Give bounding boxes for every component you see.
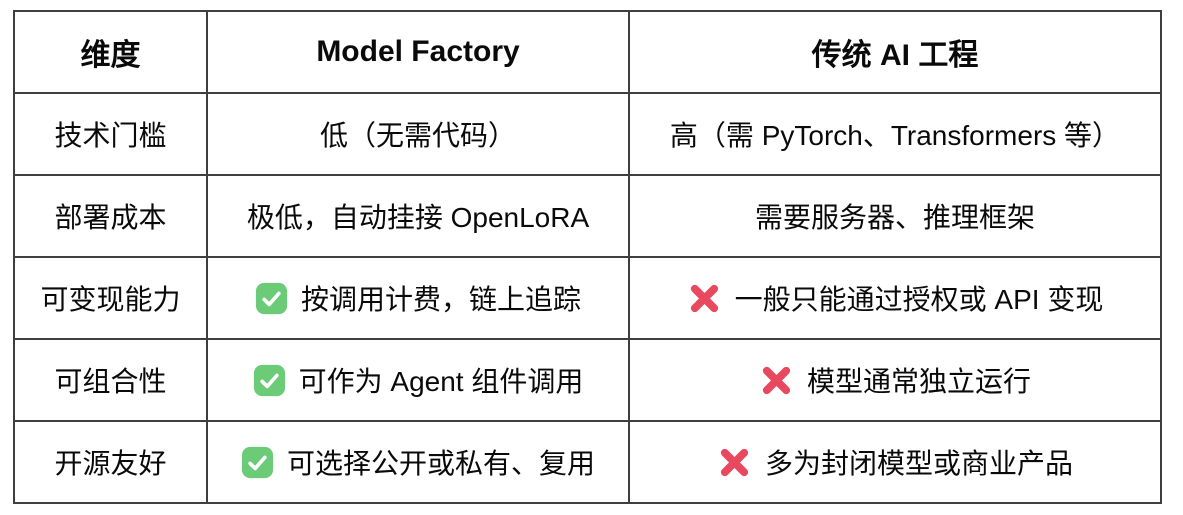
cell-content: 可组合性 (54, 360, 166, 400)
traditional-ai-cell: 模型通常独立运行 (628, 338, 1162, 422)
cell-text: 技术门槛 (54, 120, 167, 151)
table-row: 可组合性 可作为 Agent 组件调用 模型通常独立运行 (13, 338, 1162, 422)
cell-text: 低（无需代码） (319, 120, 516, 151)
table-row: 可变现能力 按调用计费，链上追踪 一般只能通过授权或 API 变现 (13, 256, 1162, 340)
table-row: 开源友好 可选择公开或私有、复用 多为封闭模型或商业产品 (13, 420, 1162, 504)
check-icon (253, 364, 286, 397)
cell-text: 可组合性 (54, 366, 167, 397)
model-factory-cell: 可选择公开或私有、复用 (206, 420, 630, 504)
dimension-cell: 开源友好 (13, 420, 208, 504)
traditional-ai-cell: 多为封闭模型或商业产品 (628, 420, 1162, 504)
header-row: 维度 Model Factory 传统 AI 工程 (13, 10, 1162, 94)
cell-content: 可变现能力 (40, 278, 180, 318)
cell-content: 部署成本 (54, 196, 166, 236)
cell-content: 高（需 PyTorch、Transformers 等） (670, 114, 1120, 154)
table-row: 技术门槛 低（无需代码） 高（需 PyTorch、Transformers 等） (13, 92, 1162, 176)
cell-content: 可作为 Agent 组件调用 (253, 360, 584, 400)
cell-text: 可作为 Agent 组件调用 (298, 366, 584, 397)
cell-content: 多为封闭模型或商业产品 (717, 442, 1073, 482)
model-factory-cell: 按调用计费，链上追踪 (206, 256, 630, 340)
table-row: 部署成本 极低，自动挂接 OpenLoRA 需要服务器、推理框架 (13, 174, 1162, 258)
cell-text: 按调用计费，链上追踪 (300, 284, 581, 315)
traditional-ai-cell: 需要服务器、推理框架 (628, 174, 1162, 258)
cell-text: 高（需 PyTorch、Transformers 等） (669, 120, 1121, 151)
cell-content: 低（无需代码） (320, 114, 516, 154)
header-traditional-ai: 传统 AI 工程 (628, 10, 1162, 94)
header-dimension: 维度 (13, 10, 208, 94)
cell-text: 可变现能力 (40, 284, 181, 315)
cell-content: 一般只能通过授权或 API 变现 (687, 278, 1104, 318)
cell-content: 极低，自动挂接 OpenLoRA (247, 196, 589, 236)
cell-text: 开源友好 (54, 448, 167, 479)
cell-text: 需要服务器、推理框架 (754, 202, 1035, 233)
check-icon (241, 446, 274, 479)
table-body: 技术门槛 低（无需代码） 高（需 PyTorch、Transformers 等） 部署… (13, 92, 1162, 504)
traditional-ai-cell: 高（需 PyTorch、Transformers 等） (628, 92, 1162, 176)
dimension-cell: 可组合性 (13, 338, 208, 422)
model-factory-cell: 极低，自动挂接 OpenLoRA (206, 174, 630, 258)
dimension-cell: 可变现能力 (13, 256, 208, 340)
dimension-cell: 部署成本 (13, 174, 208, 258)
cross-icon (687, 281, 722, 316)
cell-content: 需要服务器、推理框架 (755, 196, 1035, 236)
cell-text: 模型通常独立运行 (806, 366, 1031, 397)
cell-text: 可选择公开或私有、复用 (286, 448, 595, 479)
cell-content: 开源友好 (54, 442, 166, 482)
cell-content: 按调用计费，链上追踪 (255, 278, 581, 318)
model-factory-cell: 低（无需代码） (206, 92, 630, 176)
header-model-factory: Model Factory (206, 10, 630, 94)
cell-content: 模型通常独立运行 (759, 360, 1031, 400)
cell-text: 多为封闭模型或商业产品 (764, 448, 1073, 479)
dimension-cell: 技术门槛 (13, 92, 208, 176)
traditional-ai-cell: 一般只能通过授权或 API 变现 (628, 256, 1162, 340)
cell-text: 极低，自动挂接 OpenLoRA (246, 202, 590, 233)
comparison-table: 维度 Model Factory 传统 AI 工程 技术门槛 低（无需代码） 高（需… (13, 10, 1162, 504)
cell-content: 技术门槛 (54, 114, 166, 154)
cell-text: 一般只能通过授权或 API 变现 (734, 284, 1104, 315)
cross-icon (717, 445, 752, 480)
cell-text: 部署成本 (54, 202, 167, 233)
cell-content: 可选择公开或私有、复用 (241, 442, 595, 482)
check-icon (255, 282, 288, 315)
cross-icon (759, 363, 794, 398)
model-factory-cell: 可作为 Agent 组件调用 (206, 338, 630, 422)
